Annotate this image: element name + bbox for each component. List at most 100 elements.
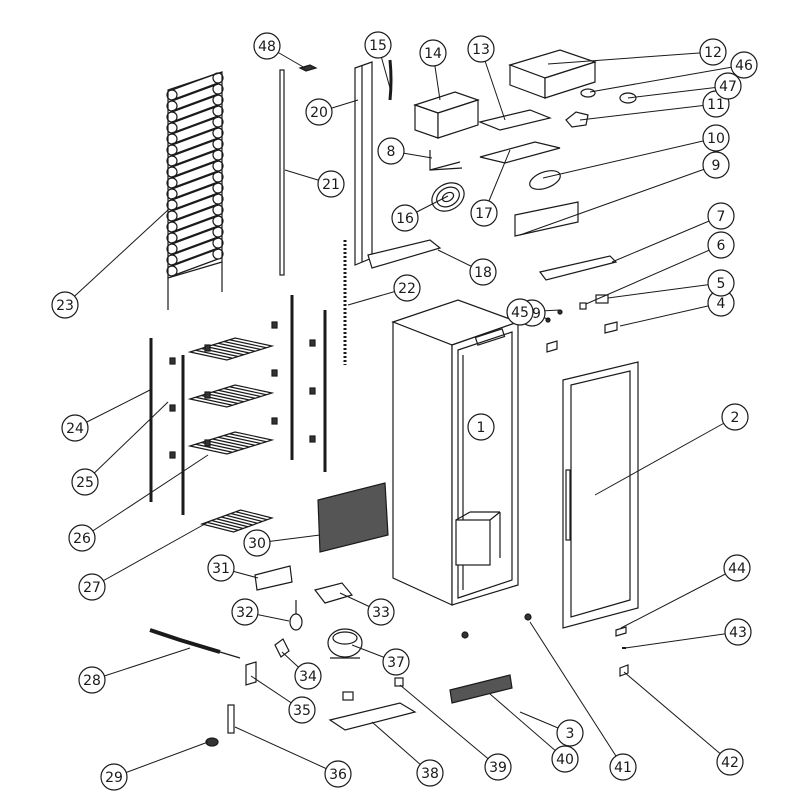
callout-number: 38 <box>421 766 439 782</box>
leader-line <box>84 401 169 483</box>
part-41 <box>524 613 532 621</box>
wire-shelf <box>199 509 275 533</box>
shelf-wire <box>211 519 244 530</box>
callout-number: 30 <box>248 536 266 552</box>
part-34 <box>274 638 290 658</box>
shelf-wire <box>229 339 267 349</box>
wire-shelf <box>187 337 275 361</box>
callout-48: 48 <box>253 32 281 60</box>
shelf-wire <box>195 349 233 359</box>
coil-tube <box>171 215 219 234</box>
callout-bubble <box>470 199 498 227</box>
coil-tube <box>171 83 219 102</box>
callout-bubble <box>294 662 322 690</box>
leader-line <box>623 671 731 763</box>
rod-part <box>279 69 285 276</box>
callout-47: 47 <box>714 72 742 100</box>
leader-line <box>399 684 499 768</box>
callout-number: 40 <box>556 752 574 768</box>
callout-number: 11 <box>707 97 725 113</box>
angle-18-part <box>367 239 442 269</box>
shelf-wire <box>229 433 267 443</box>
callout-number: 42 <box>721 755 739 771</box>
callout-number: 17 <box>475 206 493 222</box>
shelf-wire <box>223 340 261 351</box>
callout-bubble <box>551 745 579 773</box>
part-39b <box>394 677 404 687</box>
callout-37: 37 <box>382 648 410 676</box>
shelf-wire <box>223 434 261 445</box>
callout-bubble <box>100 763 128 791</box>
part-39 <box>342 691 354 701</box>
coil-tube <box>171 116 219 135</box>
callout-bubble <box>207 554 235 582</box>
callout-number: 32 <box>236 605 254 621</box>
callout-38: 38 <box>416 759 444 787</box>
callout-43: 43 <box>724 618 752 646</box>
coil-tube <box>171 160 219 179</box>
coil-tube <box>171 138 219 157</box>
callout-2: 2 <box>721 403 749 431</box>
callout-bubble <box>724 618 752 646</box>
callout-12: 12 <box>699 38 727 66</box>
callout-number: 10 <box>707 131 725 147</box>
callout-bubble <box>469 258 497 286</box>
callout-17: 17 <box>470 199 498 227</box>
shelf-wire <box>206 440 244 450</box>
callout-bubble <box>730 51 758 79</box>
callout-bubble <box>699 38 727 66</box>
part-35 <box>245 661 257 686</box>
coil-tube <box>171 247 219 266</box>
callout-bubble <box>377 137 405 165</box>
shelf-wire <box>216 518 249 528</box>
callout-41: 41 <box>609 753 637 781</box>
cabinet-part <box>391 299 520 606</box>
callout-bubble <box>51 291 79 319</box>
callout-number: 6 <box>717 238 726 254</box>
part-4 <box>604 321 618 334</box>
coil-tube <box>171 237 219 256</box>
callout-bubble <box>317 170 345 198</box>
channel-part <box>354 61 373 266</box>
shelf-wire <box>206 346 244 356</box>
shelf-wire <box>225 514 258 524</box>
leader-line <box>547 51 714 65</box>
coil-tube <box>171 226 219 245</box>
callout-28: 28 <box>78 666 106 694</box>
shelf-wire <box>229 386 267 396</box>
leader-line <box>113 741 209 778</box>
fan-10-part <box>529 170 561 190</box>
tray-33-part <box>313 582 354 604</box>
callout-bubble <box>484 753 512 781</box>
callout-bubble <box>393 274 421 302</box>
fan-16-part <box>431 182 465 212</box>
callout-7: 7 <box>707 202 735 230</box>
callout-21: 21 <box>317 170 345 198</box>
part-29 <box>205 737 219 747</box>
coil-tube <box>171 204 219 223</box>
callout-labels: 1234567891011121314151617181920212223242… <box>51 31 758 791</box>
callout-number: 39 <box>489 760 507 776</box>
part-44 <box>615 626 627 637</box>
part-46 <box>580 88 596 98</box>
callout-20: 20 <box>305 98 333 126</box>
coil-tube <box>171 82 219 101</box>
callout-bubble <box>61 414 89 442</box>
callout-bubble <box>243 529 271 557</box>
part-5 <box>595 294 609 304</box>
callout-bubble <box>702 124 730 152</box>
coil-tube <box>171 193 219 212</box>
callout-number: 31 <box>212 561 230 577</box>
coil-tube <box>171 115 219 134</box>
part-32 <box>289 613 303 631</box>
shelf-wire <box>195 443 233 453</box>
coil-tube <box>171 236 219 255</box>
callout-31: 31 <box>207 554 235 582</box>
leader-line <box>589 64 745 93</box>
leader-line <box>594 416 736 496</box>
compressor-37-part <box>327 628 363 659</box>
callout-30: 30 <box>243 529 271 557</box>
callout-bubble <box>68 524 96 552</box>
callout-number: 35 <box>293 703 311 719</box>
